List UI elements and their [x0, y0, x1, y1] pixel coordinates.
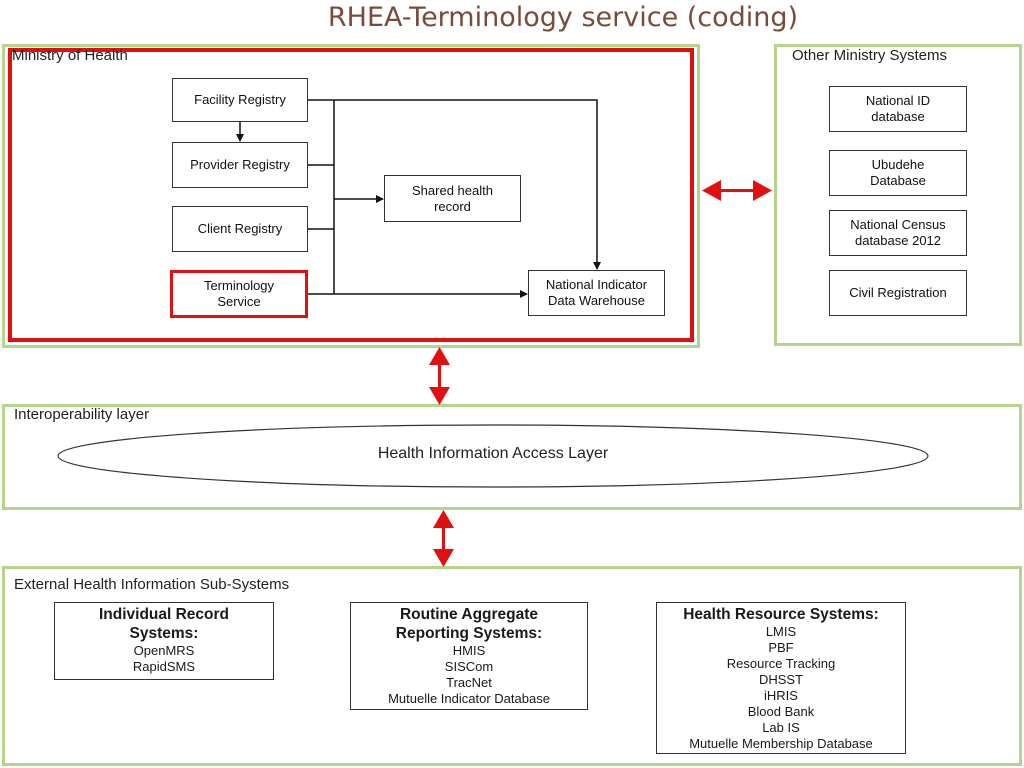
ubudehe-line-1: Ubudehe: [871, 157, 925, 172]
individual-heading-line-2: Systems:: [129, 625, 199, 642]
individual-heading-line-1: Individual Record: [98, 606, 230, 623]
terminology-service-line-2: Service: [217, 294, 261, 309]
list-item: TracNet: [446, 675, 492, 690]
resource-heading: Health Resource Systems:: [683, 606, 879, 623]
aggregate-heading-line-2: Reporting Systems:: [395, 625, 543, 642]
list-item: LMIS: [765, 624, 797, 639]
civil-registration-label: Civil Registration: [849, 285, 947, 300]
ministry-highlight-frame: [8, 48, 694, 342]
list-item: iHRIS: [764, 688, 798, 703]
census-line-1: National Census: [850, 217, 946, 232]
shared-health-record-box[interactable]: Shared health record: [384, 175, 521, 222]
client-registry-box[interactable]: Client Registry: [172, 206, 308, 252]
list-item: Blood Bank: [747, 704, 815, 719]
national-id-line-1: National ID: [865, 93, 931, 108]
national-id-line-2: database: [871, 109, 925, 124]
ubudehe-box[interactable]: Ubudehe Database: [829, 150, 967, 196]
facility-registry-box[interactable]: Facility Registry: [172, 78, 308, 122]
provider-registry-box[interactable]: Provider Registry: [172, 142, 308, 188]
interoperability-label: Interoperability layer: [14, 406, 150, 423]
list-item: OpenMRS: [133, 643, 195, 658]
nidw-line-2: Data Warehouse: [547, 293, 646, 308]
individual-record-systems-box[interactable]: Individual Record Systems: OpenMRS Rapid…: [54, 602, 274, 680]
client-registry-label: Client Registry: [197, 221, 283, 236]
health-resource-systems-box[interactable]: Health Resource Systems: LMIS PBF Resour…: [656, 602, 906, 754]
list-item: Mutuelle Membership Database: [689, 736, 873, 751]
facility-registry-label: Facility Registry: [194, 92, 286, 107]
list-item: SISCom: [444, 659, 494, 674]
list-item: Resource Tracking: [726, 656, 836, 671]
list-item: Mutuelle Indicator Database: [388, 691, 550, 706]
external-label: External Health Information Sub-Systems: [14, 576, 290, 593]
census-line-2: database 2012: [854, 233, 942, 248]
interop-external-double-arrow: [433, 510, 454, 567]
ministry-label: Ministry of Health: [12, 47, 128, 64]
page-title: RHEA-Terminology service (coding): [327, 2, 799, 33]
list-item: RapidSMS: [132, 659, 196, 674]
aggregate-heading-line-1: Routine Aggregate: [399, 606, 539, 623]
shared-health-record-line-2: record: [434, 198, 471, 214]
routine-aggregate-systems-box[interactable]: Routine Aggregate Reporting Systems: HMI…: [350, 602, 588, 710]
list-item: Lab IS: [762, 720, 800, 735]
civil-registration-box[interactable]: Civil Registration: [829, 270, 967, 316]
ubudehe-line-2: Database: [870, 173, 926, 188]
ministry-other-double-arrow: [702, 180, 772, 201]
list-item: DHSST: [758, 672, 804, 687]
national-indicator-warehouse-box[interactable]: National Indicator Data Warehouse: [528, 270, 665, 316]
terminology-service-line-1: Terminology: [203, 278, 275, 293]
ministry-interop-double-arrow: [429, 347, 450, 405]
hial-label[interactable]: Health Information Access Layer: [377, 445, 609, 462]
national-census-box[interactable]: National Census database 2012: [829, 210, 967, 256]
other-ministry-label: Other Ministry Systems: [792, 47, 948, 64]
terminology-service-box[interactable]: Terminology Service: [170, 270, 308, 318]
list-item: HMIS: [452, 643, 486, 658]
national-id-box[interactable]: National ID database: [829, 86, 967, 132]
list-item: PBF: [768, 640, 794, 655]
provider-registry-label: Provider Registry: [190, 157, 290, 172]
nidw-line-1: National Indicator: [545, 277, 648, 292]
shared-health-record-line-1: Shared health: [412, 182, 493, 198]
